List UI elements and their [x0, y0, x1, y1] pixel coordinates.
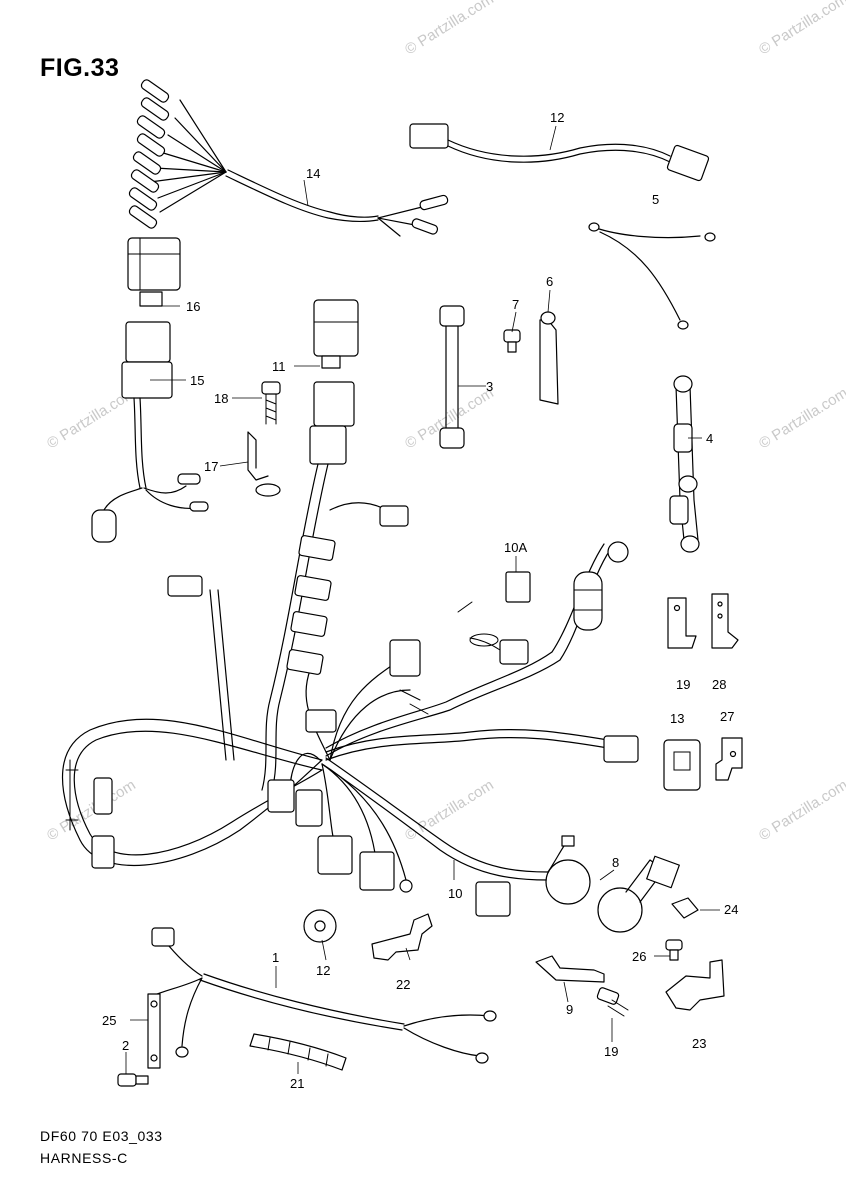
plate-part-25[interactable]	[147, 993, 161, 1069]
bracket-part-22[interactable]	[371, 913, 433, 961]
callout-22[interactable]: 22	[396, 977, 410, 992]
ground-strap-part-4[interactable]	[669, 375, 700, 553]
screw-part-2[interactable]	[117, 1073, 149, 1087]
clip-part-24[interactable]	[671, 897, 699, 919]
harness-part-1[interactable]	[151, 927, 497, 1064]
callout-labels: 14 12 5 16 15 11 18 17 7 6 3 4 10A 19 28…	[102, 110, 738, 1091]
callout-27[interactable]: 27	[720, 709, 734, 724]
callout-17[interactable]: 16	[186, 299, 200, 314]
bracket-part-18[interactable]	[247, 431, 281, 497]
harness-part-14[interactable]	[409, 123, 710, 182]
ground-lead-part-5[interactable]	[588, 222, 716, 330]
callout-4[interactable]: 4	[706, 431, 713, 446]
relay-part-17[interactable]	[127, 237, 181, 307]
callout-14[interactable]: 12	[550, 110, 564, 125]
callout-21[interactable]: 19	[676, 677, 690, 692]
callout-10a[interactable]: 10A	[504, 540, 527, 555]
sensor-part-8[interactable]	[545, 835, 680, 933]
callout-24[interactable]: 24	[724, 902, 738, 917]
harness-part-15[interactable]	[128, 78, 449, 237]
callout-6[interactable]: 6	[546, 274, 553, 289]
callout-26[interactable]: 26	[632, 949, 646, 964]
callout-25[interactable]: 25	[102, 1013, 116, 1028]
figure-name: HARNESS-C	[40, 1150, 128, 1166]
harness-part-16[interactable]	[91, 321, 209, 543]
callout-19-bottom[interactable]: 19	[604, 1044, 618, 1059]
relay-part-11[interactable]	[309, 299, 359, 465]
grommet-part-13[interactable]	[663, 739, 701, 791]
sleeve-part-3[interactable]	[439, 305, 465, 449]
figure-code: DF60 70 E03_033	[40, 1128, 163, 1144]
callout-23[interactable]: 23	[692, 1036, 706, 1051]
clamp-part-9[interactable]	[535, 955, 605, 983]
screw-part-7[interactable]	[503, 329, 521, 353]
bolt-part-26[interactable]	[665, 939, 683, 961]
tube-part-20[interactable]	[249, 1033, 347, 1071]
callout-2[interactable]: 2	[122, 1038, 129, 1053]
callout-7[interactable]: 7	[512, 297, 519, 312]
clamp-part-6[interactable]	[539, 311, 559, 405]
figure-title: FIG.33	[40, 54, 120, 82]
callout-11[interactable]: 11	[272, 359, 286, 374]
grommet-part-12[interactable]	[303, 909, 337, 943]
clip-part-21[interactable]	[667, 597, 697, 649]
callout-5[interactable]: 5	[652, 192, 659, 207]
callout-13[interactable]: 13	[670, 711, 684, 726]
callout-28[interactable]: 28	[712, 677, 726, 692]
bracket-part-23[interactable]	[665, 959, 725, 1011]
relay-part-10a[interactable]	[505, 571, 603, 631]
callout-10[interactable]: 10	[448, 886, 462, 901]
clip-part-28[interactable]	[711, 593, 739, 649]
callout-16[interactable]: 15	[190, 373, 204, 388]
callout-12[interactable]: 12	[316, 963, 330, 978]
callout-1[interactable]: 1	[272, 950, 279, 965]
clip-part-27[interactable]	[715, 737, 743, 781]
callout-8[interactable]: 8	[612, 855, 619, 870]
main-harness-part-10[interactable]	[61, 463, 639, 917]
leader-lines	[125, 125, 720, 1074]
bolt-part-19b[interactable]	[596, 987, 629, 1017]
callout-3[interactable]: 3	[486, 379, 493, 394]
callout-18[interactable]: 17	[204, 459, 218, 474]
callout-15[interactable]: 14	[306, 166, 320, 181]
bolt-part-19[interactable]	[261, 381, 281, 425]
callout-20[interactable]: 21	[290, 1076, 304, 1091]
callout-19-top[interactable]: 18	[214, 391, 228, 406]
callout-9[interactable]: 9	[566, 1002, 573, 1017]
